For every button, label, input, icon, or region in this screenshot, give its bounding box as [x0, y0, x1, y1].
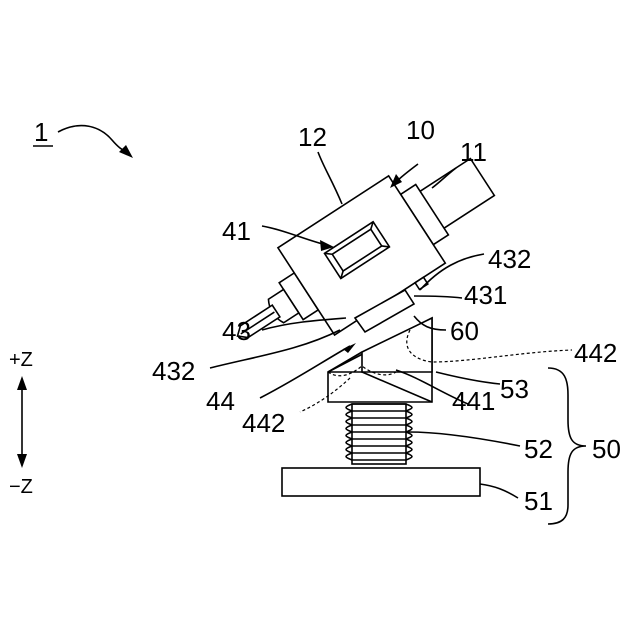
wedge-block [328, 318, 432, 402]
spring-bg [352, 404, 406, 464]
leader-431 [414, 296, 462, 298]
label-432-left: 432 [152, 356, 195, 386]
assembly-arrowhead [119, 145, 133, 158]
label-60: 60 [450, 316, 479, 346]
stage-bracket [548, 368, 586, 524]
spring [346, 404, 412, 464]
leader-53 [436, 372, 500, 384]
assembly-label: 1 [34, 117, 48, 147]
leader-51 [480, 484, 518, 498]
leader-12 [318, 152, 342, 204]
label-43: 43 [222, 316, 251, 346]
base-plate [282, 468, 480, 496]
z-axis-arrow-down [17, 454, 27, 468]
assembly-reference: 1 [33, 117, 133, 158]
z-axis-indicator: +Z −Z [9, 349, 33, 498]
label-53: 53 [500, 374, 529, 404]
minus-z-label: −Z [9, 476, 33, 498]
label-12: 12 [298, 122, 327, 152]
label-51: 51 [524, 486, 553, 516]
leader-52 [408, 432, 520, 446]
z-axis-arrow-up [17, 376, 27, 390]
label-432-right: 432 [488, 244, 531, 274]
plus-z-label: +Z [9, 349, 33, 371]
label-44: 44 [206, 386, 235, 416]
label-442-left: 442 [242, 408, 285, 438]
label-41: 41 [222, 216, 251, 246]
label-52: 52 [524, 434, 553, 464]
label-442-right: 442 [574, 338, 617, 368]
label-431: 431 [464, 280, 507, 310]
label-50: 50 [592, 434, 621, 464]
label-11: 11 [460, 137, 487, 167]
label-441: 441 [452, 386, 495, 416]
label-10: 10 [406, 115, 435, 145]
spring-left-turns [346, 404, 352, 460]
assembly-leader [58, 126, 128, 153]
